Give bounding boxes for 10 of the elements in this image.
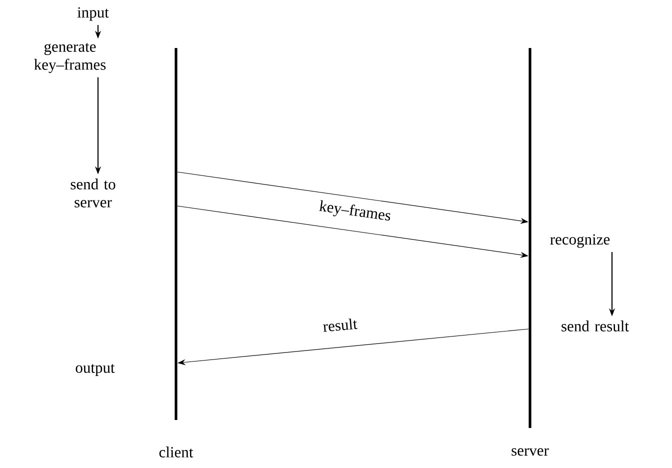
step-label: generate key–frames — [34, 42, 106, 74]
step-label: output — [76, 364, 115, 376]
edge-label: key–frames — [317, 198, 393, 226]
step-label: send to server — [70, 178, 116, 208]
step-label: send result — [562, 320, 629, 332]
step-label: client — [159, 446, 194, 458]
edge-label: result — [321, 316, 359, 333]
step-label: recognize — [550, 234, 610, 248]
step-label: input — [77, 7, 109, 21]
step-label: server — [512, 448, 549, 456]
